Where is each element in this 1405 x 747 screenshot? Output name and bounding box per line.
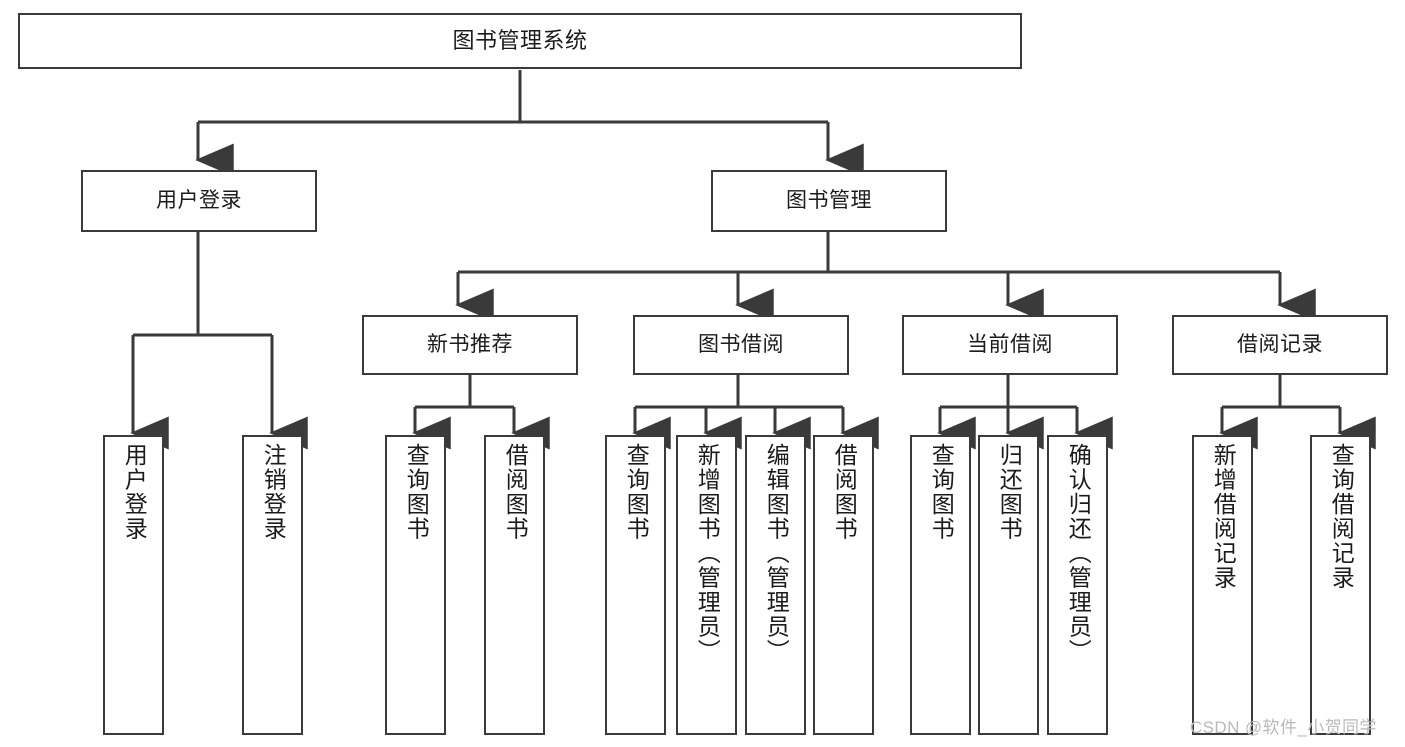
leaf-user-login-login-label: 用户登录	[121, 443, 148, 541]
edges-bookborrow-to-leaves	[632, 375, 879, 450]
leaf-current-borrow-query-label: 查询图书	[928, 443, 955, 541]
leaf-book-borrow-query[interactable]: 查询图书	[605, 435, 666, 735]
leaf-borrow-record-query[interactable]: 查询借阅记录	[1310, 435, 1371, 735]
leaf-borrow-record-add-label: 新增借阅记录	[1210, 443, 1237, 590]
edges-currentborrow-to-leaves	[937, 375, 1113, 450]
leaf-book-borrow-add-label: 新增图书（管理员）	[694, 443, 721, 664]
leaf-book-borrow-edit[interactable]: 编辑图书（管理员）	[745, 435, 806, 735]
edges-userlogin-to-leaves	[130, 232, 308, 450]
watermark-credit: CSDN @软件_小贺同学	[1190, 718, 1377, 737]
node-book-borrow[interactable]: 图书借阅	[633, 315, 849, 375]
leaf-current-borrow-query[interactable]: 查询图书	[910, 435, 971, 735]
node-new-book-recommend-label: 新书推荐	[427, 332, 513, 356]
node-borrow-record-label: 借阅记录	[1237, 332, 1323, 356]
node-current-borrow[interactable]: 当前借阅	[902, 315, 1118, 375]
leaf-book-borrow-borrow[interactable]: 借阅图书	[813, 435, 874, 735]
edges-root-to-level2	[195, 70, 864, 177]
leaf-user-login-logout[interactable]: 注销登录	[242, 435, 303, 735]
node-root-system-label: 图书管理系统	[452, 28, 588, 54]
leaf-borrow-record-add[interactable]: 新增借阅记录	[1192, 435, 1253, 735]
leaf-borrow-record-query-label: 查询借阅记录	[1328, 443, 1355, 590]
leaf-user-login-login[interactable]: 用户登录	[103, 435, 164, 735]
node-user-login[interactable]: 用户登录	[81, 170, 317, 232]
node-borrow-record[interactable]: 借阅记录	[1172, 315, 1388, 375]
node-root-system[interactable]: 图书管理系统	[18, 13, 1022, 69]
leaf-book-borrow-borrow-label: 借阅图书	[831, 443, 858, 541]
leaf-current-borrow-confirm[interactable]: 确认归还（管理员）	[1047, 435, 1108, 735]
edges-booksmgmt-to-level3	[455, 232, 1316, 322]
node-new-book-recommend[interactable]: 新书推荐	[362, 315, 578, 375]
leaf-user-login-logout-label: 注销登录	[260, 443, 287, 541]
leaf-book-borrow-edit-label: 编辑图书（管理员）	[763, 443, 790, 664]
leaf-current-borrow-confirm-label: 确认归还（管理员）	[1065, 443, 1092, 664]
node-user-login-label: 用户登录	[156, 188, 242, 212]
leaf-current-borrow-return[interactable]: 归还图书	[978, 435, 1039, 735]
leaf-new-book-query[interactable]: 查询图书	[385, 435, 446, 735]
node-book-management-label: 图书管理	[786, 188, 872, 212]
leaf-book-borrow-add[interactable]: 新增图书（管理员）	[676, 435, 737, 735]
leaf-new-book-query-label: 查询图书	[403, 443, 430, 541]
leaf-current-borrow-return-label: 归还图书	[996, 443, 1023, 541]
leaf-new-book-borrow[interactable]: 借阅图书	[484, 435, 545, 735]
edges-newbook-to-leaves	[412, 375, 550, 450]
node-book-borrow-label: 图书借阅	[698, 332, 784, 356]
node-current-borrow-label: 当前借阅	[967, 332, 1053, 356]
leaf-book-borrow-query-label: 查询图书	[623, 443, 650, 541]
leaf-new-book-borrow-label: 借阅图书	[502, 443, 529, 541]
edges-borrowrecord-to-leaves	[1219, 375, 1376, 450]
node-book-management[interactable]: 图书管理	[711, 170, 947, 232]
